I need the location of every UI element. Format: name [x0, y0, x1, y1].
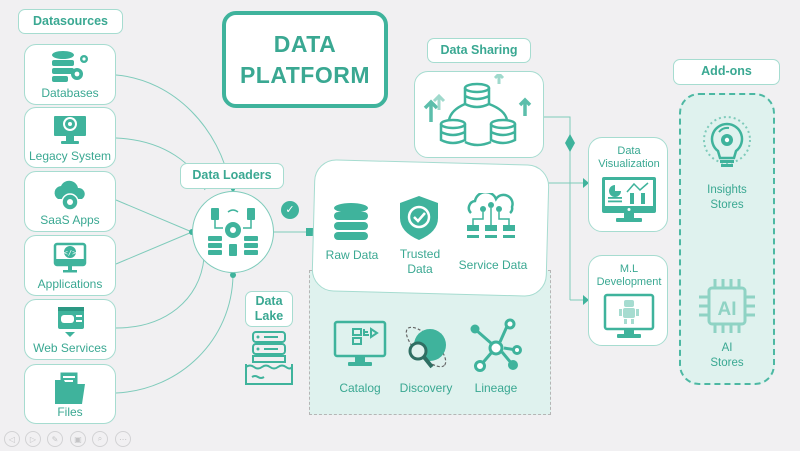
governance-item-discovery: Discovery — [399, 381, 453, 395]
addon-insights-stores: Insights Stores — [694, 183, 760, 213]
junction-diamond — [565, 134, 575, 152]
consumer-title-line2: Development — [596, 276, 662, 288]
database-share-icon — [423, 74, 532, 147]
server-lake-icon — [245, 331, 293, 385]
previous-slide-button[interactable]: ◁ — [4, 431, 20, 447]
page-title: DATA PLATFORM — [222, 11, 388, 108]
core-item-trusted-data: Trusted Data — [399, 247, 441, 276]
monitor-gear-icon — [54, 116, 86, 144]
database-icon — [334, 203, 368, 240]
title-line-2: PLATFORM — [239, 61, 371, 88]
consumer-data-visualization[interactable]: Data Visualization — [588, 137, 668, 232]
connector-saas — [115, 199, 193, 233]
datasources-heading: Datasources — [18, 9, 123, 34]
source-web-services[interactable]: Web Services — [24, 299, 116, 360]
next-slide-button[interactable]: ▷ — [25, 431, 41, 447]
data-loaders-hub[interactable] — [192, 191, 274, 273]
addon-title-line1: Insights — [707, 184, 747, 196]
data-lake-heading: Data Lake — [245, 291, 293, 327]
addon-title-line2: Stores — [710, 357, 744, 369]
server-network-gear-icon — [208, 208, 258, 256]
data-sharing-heading: Data Sharing — [427, 38, 531, 63]
svg-text:</>: </> — [64, 249, 77, 257]
connector-applications — [115, 231, 193, 265]
connector-webservices — [115, 257, 205, 329]
svg-text:AI: AI — [718, 299, 737, 320]
source-saas-apps[interactable]: SaaS Apps — [24, 171, 116, 232]
connector-files — [115, 274, 234, 394]
consumer-title-line2: Visualization — [598, 158, 660, 170]
source-label: Databases — [41, 86, 99, 100]
source-label: Files — [57, 405, 83, 419]
data-lake-heading-line2: Lake — [254, 309, 284, 323]
core-item-raw-data: Raw Data — [325, 248, 379, 262]
source-applications[interactable]: </> Applications — [24, 235, 116, 296]
browser-plug-icon — [58, 307, 84, 337]
data-sharing-card[interactable] — [414, 71, 544, 158]
source-label: Applications — [37, 277, 103, 291]
data-loaders-heading: Data Loaders — [180, 163, 284, 189]
monitor-robot-icon — [603, 293, 655, 338]
source-files[interactable]: Files — [24, 364, 116, 424]
globe-search-icon — [405, 326, 447, 369]
consumer-title-line1: M.L — [619, 263, 639, 275]
database-gear-icon — [52, 51, 88, 82]
node-graph-icon — [470, 318, 522, 372]
cloud-network-icon — [467, 193, 515, 238]
source-databases[interactable]: Databases — [24, 44, 116, 105]
shield-check-icon — [400, 196, 438, 240]
cloud-gear-icon — [54, 180, 85, 211]
check-circle-icon: ✓ — [281, 201, 299, 219]
addon-title-line1: AI — [721, 342, 733, 354]
addon-title-line2: Stores — [710, 199, 744, 211]
source-label: Web Services — [33, 341, 107, 355]
addons-heading: Add-ons — [673, 59, 780, 85]
consumer-title-line1: Data — [617, 145, 641, 157]
source-label: Legacy System — [28, 149, 112, 163]
governance-item-lineage: Lineage — [474, 381, 518, 395]
more-button[interactable]: ⋯ — [115, 431, 131, 447]
source-label: SaaS Apps — [40, 213, 100, 227]
source-legacy-system[interactable]: Legacy System — [24, 107, 116, 168]
addon-ai-stores: AI Stores — [694, 341, 760, 371]
core-item-service-data: Service Data — [458, 258, 528, 272]
monitor-catalog-icon — [333, 320, 387, 366]
folder-icon — [55, 371, 85, 404]
consumer-ml-development[interactable]: M.L Development — [588, 255, 668, 346]
title-line-1: DATA — [273, 30, 337, 57]
pen-button[interactable]: ✎ — [47, 431, 63, 447]
monitor-chart-icon — [602, 177, 656, 222]
ai-chip-icon: AI — [699, 279, 755, 333]
governance-item-catalog: Catalog — [339, 381, 381, 395]
zoom-button[interactable]: ⌕ — [92, 431, 108, 447]
slides-button[interactable]: ▣ — [70, 431, 86, 447]
monitor-code-icon: </> — [53, 242, 87, 273]
data-lake-heading-line1: Data — [255, 294, 283, 308]
lightbulb-gear-icon — [703, 116, 751, 167]
